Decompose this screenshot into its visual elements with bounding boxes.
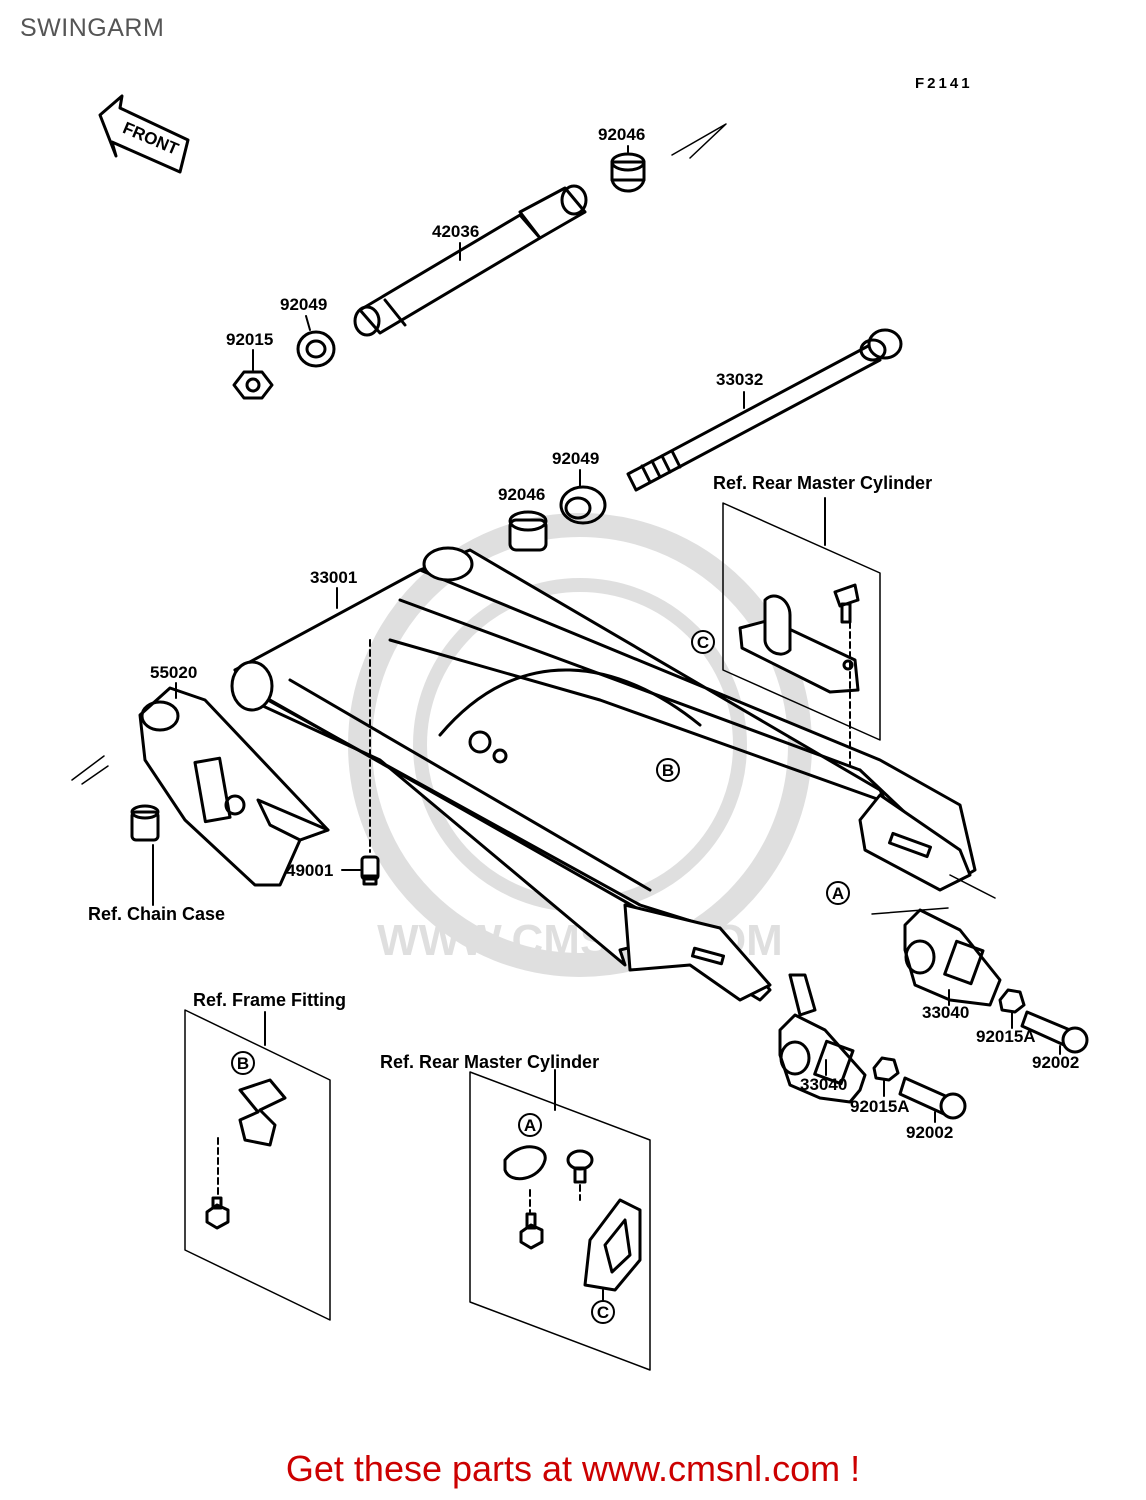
chain-case-spacer xyxy=(130,804,160,842)
bolt-92002-left xyxy=(898,1076,967,1120)
nut-92015A-left xyxy=(872,1056,900,1082)
bushing-92046-mid xyxy=(508,510,548,552)
bracket-bolt-top xyxy=(833,583,860,624)
ref-label-rear-master-top: Ref. Rear Master Cylinder xyxy=(713,473,932,493)
bolt-92002-right xyxy=(1020,1010,1089,1054)
seal-92049-mid xyxy=(559,485,607,525)
ref-label-frame-fitting: Ref. Frame Fitting xyxy=(193,990,346,1010)
figure-code: F2141 xyxy=(915,75,973,92)
svg-text:B: B xyxy=(237,1054,249,1073)
marker-c2: C xyxy=(591,1300,615,1324)
svg-text:A: A xyxy=(832,884,844,903)
label-92049-top: 92049 xyxy=(280,295,327,314)
chain-guide-55020 xyxy=(138,686,330,887)
label-42036: 42036 xyxy=(432,222,479,241)
chain-adjuster-33040-left xyxy=(778,973,867,1104)
collar-shaft-42036 xyxy=(353,184,588,337)
seal-92049-top xyxy=(296,330,336,368)
label-92002-right: 92002 xyxy=(1032,1053,1079,1072)
label-92015A-left: 92015A xyxy=(850,1097,910,1116)
master-cylinder-bracket xyxy=(738,594,860,694)
swingarm-33001 xyxy=(230,546,977,1002)
front-arrow-icon: FRONT xyxy=(98,94,190,174)
label-33040-left: 33040 xyxy=(800,1075,847,1094)
ref-panel-rear-master-bottom xyxy=(469,1071,651,1371)
marker-b1: B xyxy=(656,758,680,782)
svg-text:C: C xyxy=(697,633,709,652)
hose-clip-bolt xyxy=(519,1212,544,1250)
axle-bolt-33032 xyxy=(626,328,903,492)
svg-text:A: A xyxy=(524,1116,536,1135)
marker-a2: A xyxy=(518,1113,542,1137)
frame-fitting-bolt xyxy=(205,1196,230,1230)
footer-link-text[interactable]: Get these parts at www.cmsnl.com ! xyxy=(285,1448,861,1489)
nut-92015A-right xyxy=(998,988,1026,1014)
label-92015: 92015 xyxy=(226,330,273,349)
ref-panel-rear-master-top xyxy=(722,502,881,741)
ref-panel-frame-fitting xyxy=(184,1009,331,1321)
brake-guard xyxy=(583,1198,642,1292)
svg-text:B: B xyxy=(662,761,674,780)
nut-92015 xyxy=(232,370,274,400)
guard-bolt xyxy=(566,1149,594,1184)
frame-fitting-clamp xyxy=(238,1078,287,1147)
label-92046-top: 92046 xyxy=(598,125,645,144)
ref-label-rear-master-bottom: Ref. Rear Master Cylinder xyxy=(380,1052,599,1072)
grease-nipple-49001 xyxy=(360,855,380,886)
label-92002-left: 92002 xyxy=(906,1123,953,1142)
marker-c1: C xyxy=(691,630,715,654)
label-33001: 33001 xyxy=(310,568,357,587)
label-33040-right: 33040 xyxy=(922,1003,969,1022)
label-55020: 55020 xyxy=(150,663,197,682)
marker-a1: A xyxy=(826,881,850,905)
label-49001: 49001 xyxy=(286,861,333,880)
marker-b2: B xyxy=(231,1051,255,1075)
label-92046-mid: 92046 xyxy=(498,485,545,504)
ref-label-chain-case: Ref. Chain Case xyxy=(88,904,225,924)
label-92049-mid: 92049 xyxy=(552,449,599,468)
page-title: SWINGARM xyxy=(20,14,165,42)
bushing-92046-top xyxy=(610,152,646,193)
svg-text:C: C xyxy=(597,1303,609,1322)
chain-adjuster-33040-right xyxy=(903,908,1002,1007)
label-92015A-right: 92015A xyxy=(976,1027,1036,1046)
hose-clip xyxy=(503,1145,547,1181)
label-33032: 33032 xyxy=(716,370,763,389)
